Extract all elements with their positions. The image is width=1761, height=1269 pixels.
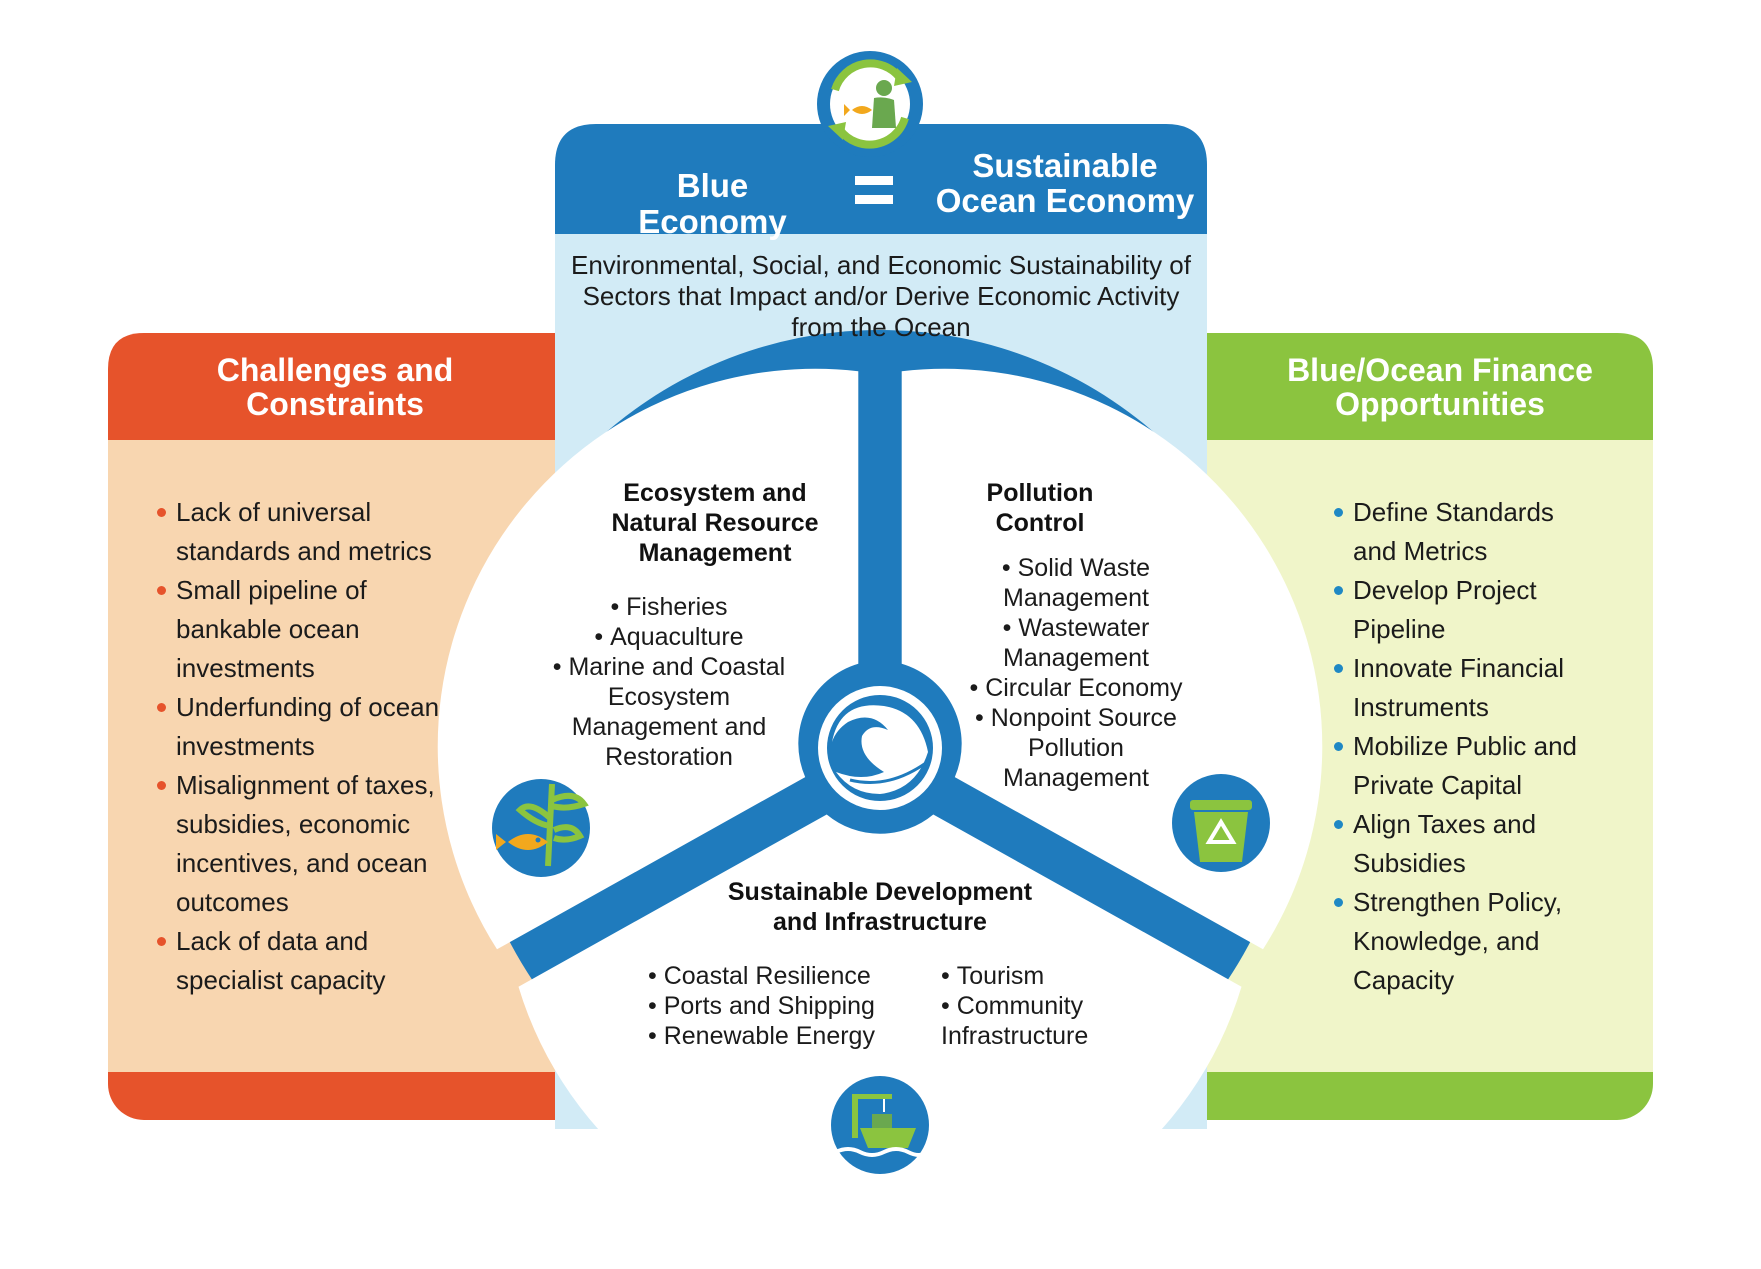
- ecosystem-title: Ecosystem and Natural Resource Managemen…: [611, 479, 819, 567]
- finance-item: Develop Project Pipeline: [1332, 571, 1597, 649]
- challenges-title: Challenges and Constraints: [170, 353, 500, 421]
- sustainable-ocean-economy-label: Sustainable Ocean Economy: [920, 148, 1210, 218]
- sustainable-label-line1: Sustainable: [972, 147, 1158, 184]
- pollution-list: Solid Waste Management Wastewater Manage…: [956, 553, 1196, 793]
- challenge-item: Lack of data and specialist capacity: [155, 922, 465, 1000]
- challenges-title-line1: Challenges and: [216, 352, 454, 388]
- development-item: Coastal Resilience: [648, 961, 888, 991]
- blue-economy-subtitle: Environmental, Social, and Economic Sust…: [571, 250, 1191, 342]
- recycling-bin-icon: [1172, 774, 1270, 872]
- finance-title-line1: Blue/Ocean Finance: [1287, 352, 1593, 388]
- finance-list: Define Standards and Metrics Develop Pro…: [1332, 493, 1597, 1000]
- finance-title: Blue/Ocean Finance Opportunities: [1255, 353, 1625, 421]
- pollution-item: Solid Waste Management: [956, 553, 1196, 613]
- development-item: Community Infrastructure: [941, 991, 1111, 1051]
- pollution-item: Wastewater Management: [956, 613, 1196, 673]
- pollution-item: Circular Economy: [956, 673, 1196, 703]
- development-segment: [518, 814, 1242, 1256]
- development-item: Renewable Energy: [648, 1021, 888, 1051]
- equals-sign: [855, 176, 893, 204]
- person-fishing-cycle-icon: [817, 51, 923, 157]
- finance-header-arrow: [1121, 333, 1653, 440]
- ecosystem-item: Fisheries: [538, 592, 800, 622]
- development-list-right: Tourism Community Infrastructure: [941, 961, 1111, 1051]
- finance-item: Align Taxes and Subsidies: [1332, 805, 1597, 883]
- pollution-item: Nonpoint Source Pollution Management: [956, 703, 1196, 793]
- ecosystem-item: Marine and Coastal Ecosystem Management …: [538, 652, 800, 772]
- finance-item: Mobilize Public and Private Capital: [1332, 727, 1597, 805]
- challenge-item: Lack of universal standards and metrics: [155, 493, 465, 571]
- challenge-item: Misalignment of taxes, subsidies, econom…: [155, 766, 465, 922]
- challenges-title-line2: Constraints: [246, 386, 424, 422]
- finance-item: Define Standards and Metrics: [1332, 493, 1597, 571]
- development-item: Ports and Shipping: [648, 991, 888, 1021]
- ecosystem-item: Aquaculture: [538, 622, 800, 652]
- development-list-left: Coastal Resilience Ports and Shipping Re…: [648, 961, 888, 1051]
- fish-and-plant-icon: [492, 779, 590, 877]
- port-crane-ship-icon: [831, 1076, 929, 1174]
- ocean-wave-icon: [827, 695, 933, 801]
- pollution-title: Pollution Control: [986, 479, 1094, 537]
- development-item: Tourism: [941, 961, 1111, 991]
- challenges-list: Lack of universal standards and metrics …: [155, 493, 465, 1000]
- challenge-item: Small pipeline of bankable ocean investm…: [155, 571, 465, 688]
- sustainable-label-line2: Ocean Economy: [935, 182, 1195, 219]
- blue-economy-label: Blue Economy: [638, 167, 787, 240]
- challenges-header-arrow: [108, 333, 640, 440]
- finance-item: Strengthen Policy, Knowledge, and Capaci…: [1332, 883, 1597, 1000]
- development-title: Sustainable Development and Infrastructu…: [727, 878, 1033, 936]
- finance-item: Innovate Financial Instruments: [1332, 649, 1597, 727]
- finance-title-line2: Opportunities: [1335, 386, 1545, 422]
- ecosystem-list: Fisheries Aquaculture Marine and Coastal…: [538, 592, 800, 772]
- challenge-item: Underfunding of ocean investments: [155, 688, 465, 766]
